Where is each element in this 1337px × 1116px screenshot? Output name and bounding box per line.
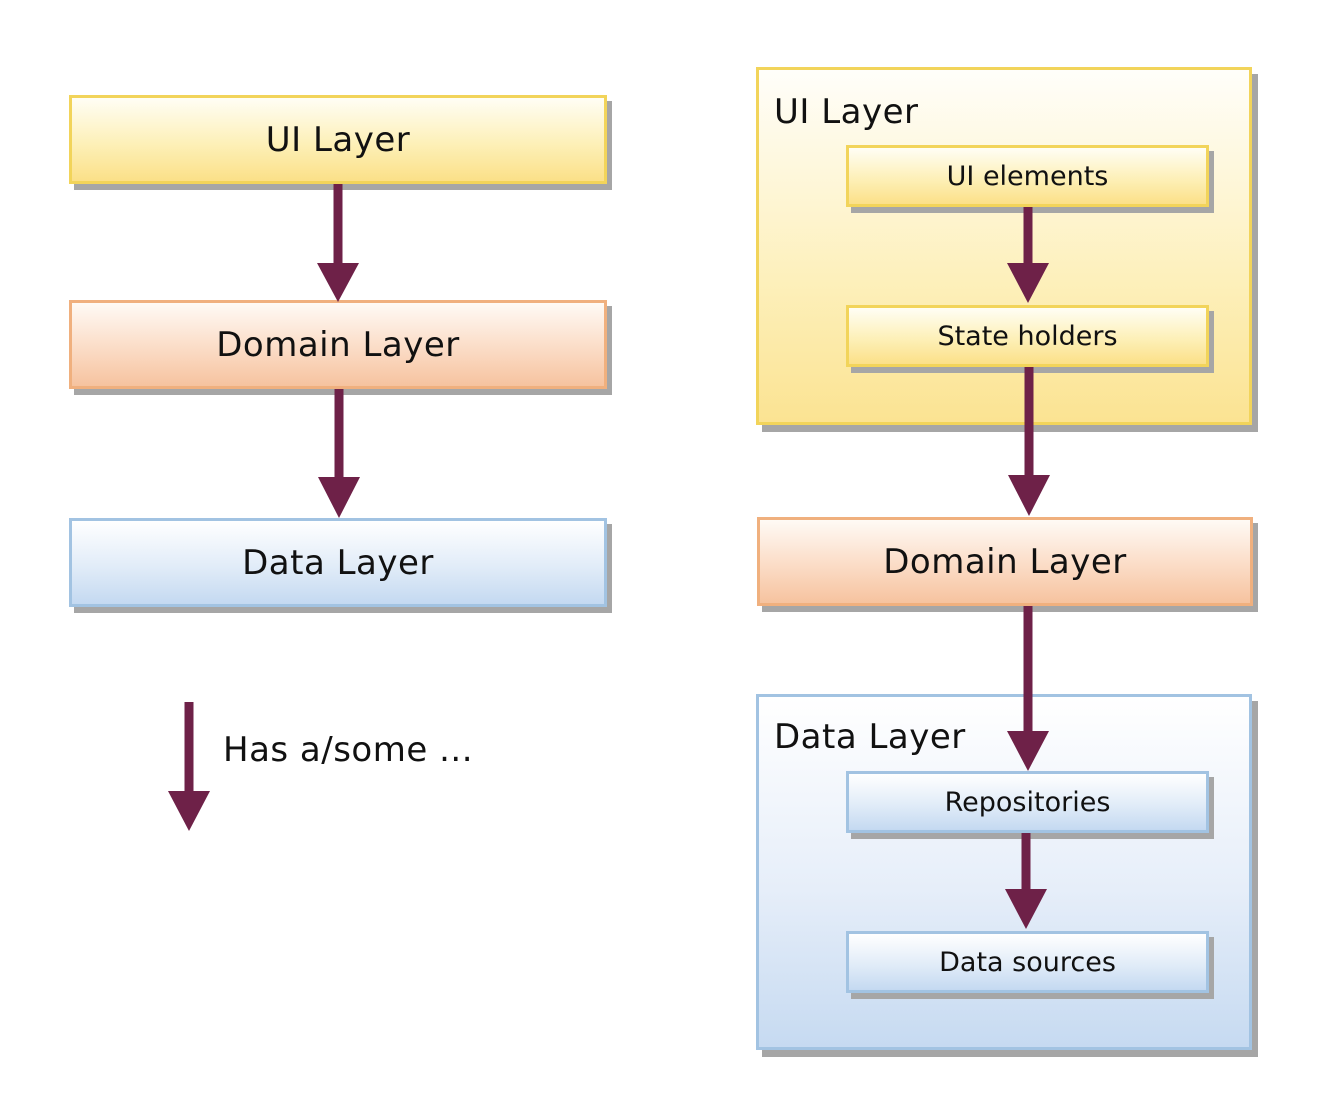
data-sources-label: Data sources	[939, 946, 1116, 978]
right-data-layer-title: Data Layer	[774, 717, 966, 757]
left-ui-layer-box: UI Layer	[69, 95, 607, 184]
left-data-layer-label: Data Layer	[242, 542, 434, 583]
right-ui-layer-container: UI Layer	[756, 67, 1252, 425]
ui-elements-box: UI elements	[846, 145, 1209, 207]
left-ui-layer-label: UI Layer	[265, 119, 411, 160]
left-domain-layer-box: Domain Layer	[69, 300, 607, 389]
ui-elements-label: UI elements	[946, 160, 1109, 192]
right-domain-layer-label: Domain Layer	[883, 541, 1127, 582]
arrow-left-domain-to-data	[318, 389, 360, 518]
right-domain-layer-box: Domain Layer	[757, 517, 1253, 606]
legend-label: Has a/some ...	[223, 730, 473, 770]
repositories-label: Repositories	[944, 786, 1111, 818]
left-domain-layer-label: Domain Layer	[216, 324, 460, 365]
state-holders-label: State holders	[937, 320, 1118, 352]
right-data-layer-container: Data Layer	[756, 694, 1252, 1050]
left-data-layer-box: Data Layer	[69, 518, 607, 607]
right-ui-layer-title: UI Layer	[774, 92, 919, 132]
legend-arrow-icon	[168, 702, 210, 831]
state-holders-box: State holders	[846, 305, 1209, 367]
data-sources-box: Data sources	[846, 931, 1209, 993]
repositories-box: Repositories	[846, 771, 1209, 833]
arrow-left-ui-to-domain	[317, 184, 359, 302]
